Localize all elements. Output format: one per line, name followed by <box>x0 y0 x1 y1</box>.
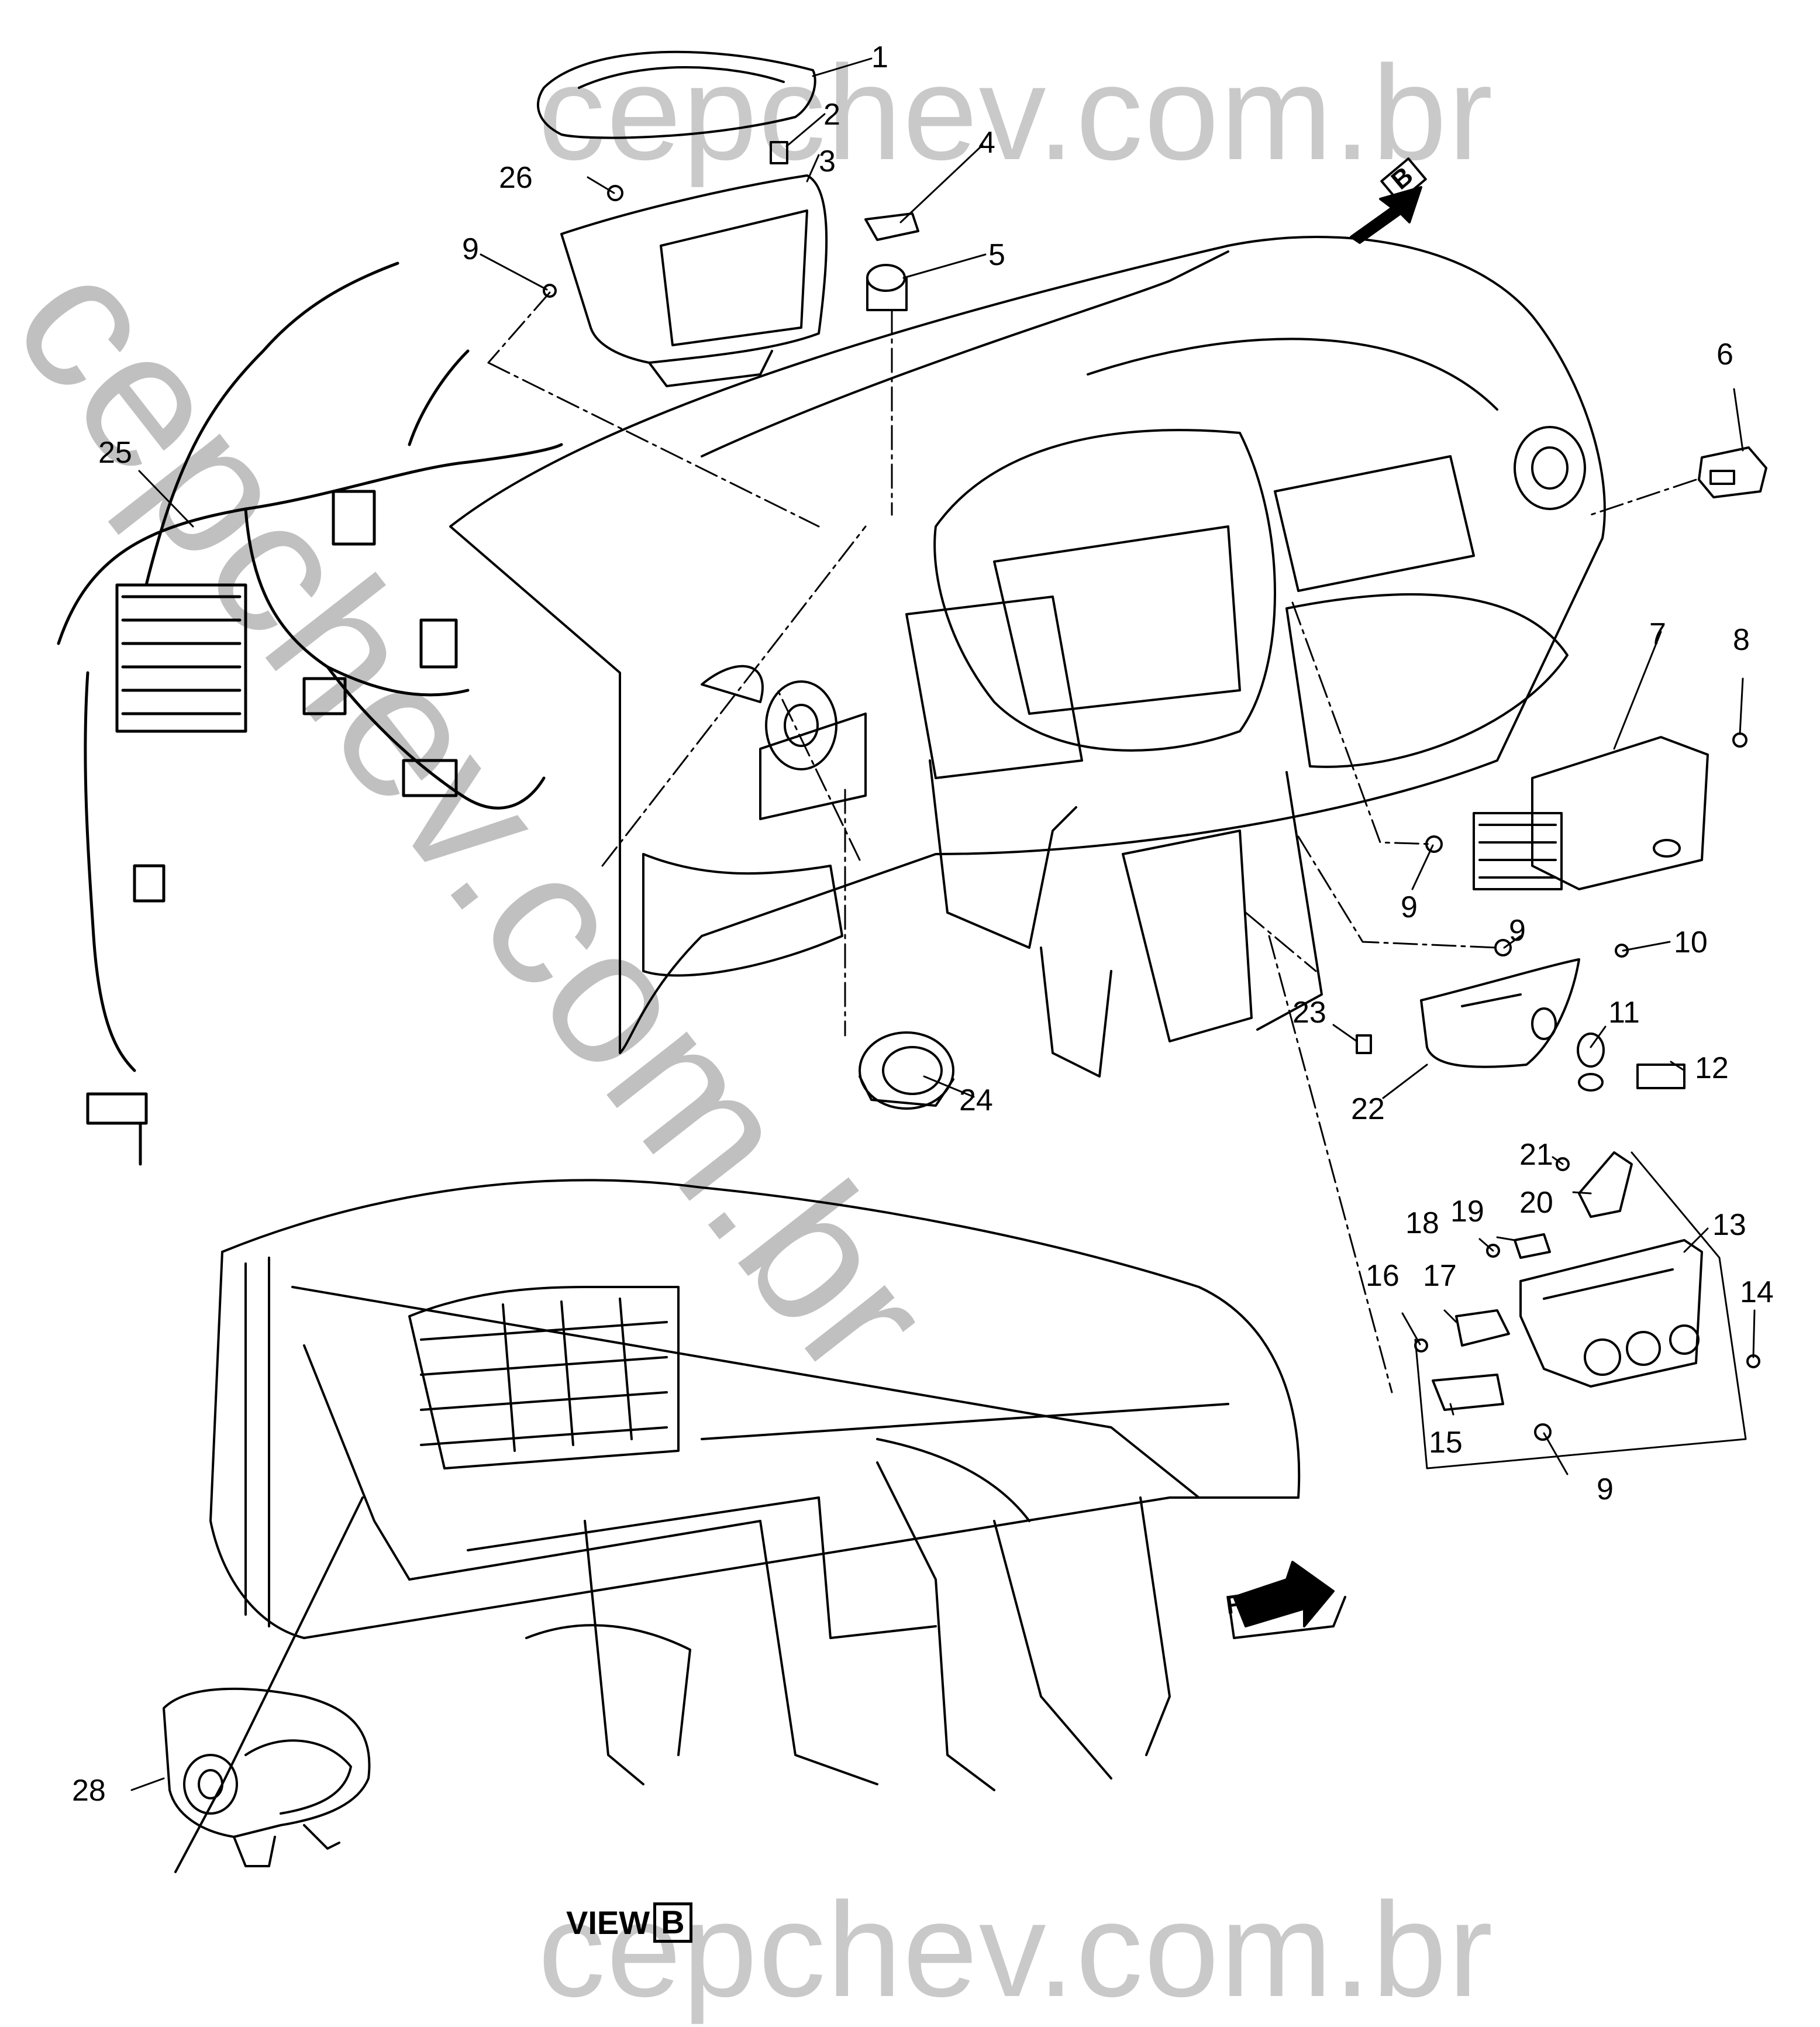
part-5-sensor <box>866 264 908 311</box>
part-9-nut-lower <box>1534 1423 1552 1441</box>
part-25-wiring-harness <box>57 261 563 1166</box>
part-23-clip <box>1356 1034 1372 1054</box>
part-24-light-switch <box>859 1031 954 1110</box>
view-b-arrow <box>1350 157 1427 244</box>
callout-9-lower: 9 <box>1597 1472 1614 1506</box>
part-21-screw <box>1556 1157 1570 1171</box>
part-9-nut-upper <box>543 284 557 298</box>
callout-2: 2 <box>823 98 840 132</box>
frt-arrow <box>1227 1561 1346 1639</box>
part-4-bracket <box>864 212 919 241</box>
part-7-module <box>1473 736 1709 890</box>
view-b-structure <box>209 1179 1301 1791</box>
callout-13: 13 <box>1712 1208 1746 1242</box>
callout-23: 23 <box>1292 996 1326 1030</box>
callout-3: 3 <box>819 144 836 178</box>
callout-21: 21 <box>1519 1138 1553 1172</box>
callout-8: 8 <box>1733 623 1750 657</box>
part-6-switch <box>1698 446 1767 498</box>
callout-9-bezel: 9 <box>1509 914 1526 948</box>
callout-10: 10 <box>1674 925 1708 959</box>
callout-22: 22 <box>1351 1092 1385 1126</box>
part-18-screw <box>1486 1244 1500 1258</box>
part-19-bracket <box>1514 1233 1551 1259</box>
callout-18: 18 <box>1405 1206 1439 1240</box>
callout-25: 25 <box>98 436 132 470</box>
part-13-hvac-control <box>1519 1239 1703 1388</box>
callout-15: 15 <box>1429 1426 1463 1460</box>
callout-19: 19 <box>1450 1195 1484 1228</box>
part-15-bracket <box>1432 1374 1504 1411</box>
callout-5: 5 <box>988 238 1005 272</box>
view-label-prefix: VIEW <box>566 1904 650 1941</box>
leader-lines <box>130 57 1756 1791</box>
part-3-display <box>560 174 828 387</box>
callout-11: 11 <box>1608 996 1640 1030</box>
callout-24: 24 <box>959 1083 993 1117</box>
callout-6: 6 <box>1716 338 1733 371</box>
callout-7: 7 <box>1649 617 1666 651</box>
callout-4: 4 <box>978 126 995 160</box>
callout-16: 16 <box>1366 1259 1400 1293</box>
part-12-plug <box>1636 1064 1685 1089</box>
callout-28: 28 <box>72 1774 106 1808</box>
callout-20: 20 <box>1519 1186 1553 1220</box>
part-2-clip <box>770 141 788 164</box>
callout-26: 26 <box>499 161 533 195</box>
part-1-cover <box>537 50 816 139</box>
part-17-bracket <box>1455 1309 1510 1347</box>
part-20-bracket <box>1578 1151 1633 1218</box>
part-9-nut-mid <box>1425 835 1443 853</box>
view-b-label: VIEW B <box>566 1902 692 1943</box>
watermark-top: cepchev.com.br <box>538 37 1494 188</box>
guide-lines <box>487 291 1697 1393</box>
callout-9-module: 9 <box>1401 890 1418 924</box>
callout-14: 14 <box>1740 1275 1774 1309</box>
callout-12: 12 <box>1695 1051 1729 1085</box>
hvac-group-outline <box>1414 1151 1747 1470</box>
part-22-bezel <box>1420 958 1580 1068</box>
watermark-bottom: cepchev.com.br <box>538 1874 1494 2025</box>
part-26-screw <box>607 185 623 201</box>
part-28-airbag-module <box>163 1496 371 1873</box>
callout-9-top: 9 <box>462 232 479 266</box>
part-8-screw <box>1732 732 1747 748</box>
part-9-nut-bezel <box>1494 939 1512 956</box>
part-11-socket <box>1577 1033 1605 1092</box>
callout-17: 17 <box>1423 1259 1457 1293</box>
instrument-panel <box>449 236 1606 1078</box>
view-label-letter: B <box>653 1902 692 1943</box>
callout-1: 1 <box>871 40 888 74</box>
